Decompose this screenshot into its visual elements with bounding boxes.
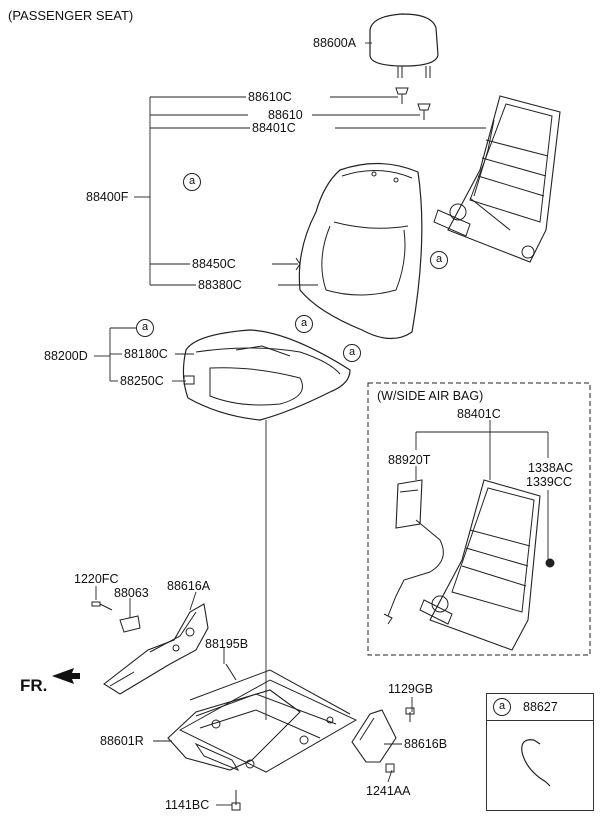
label-1339CC: 1339CC bbox=[526, 475, 572, 489]
label-88920T: 88920T bbox=[388, 453, 431, 467]
label-88195B: 88195B bbox=[205, 637, 249, 651]
side-airbag-title: (W/SIDE AIR BAG) bbox=[377, 389, 484, 403]
callout-a-frame: a bbox=[430, 251, 448, 269]
fr-arrow bbox=[52, 668, 80, 684]
side-airbag-box bbox=[367, 382, 591, 656]
headrest-drawing bbox=[369, 13, 439, 78]
label-88250C: 88250C bbox=[120, 374, 164, 388]
diagram-title: (PASSENGER SEAT) bbox=[8, 8, 134, 23]
airbag-module-drawing bbox=[383, 479, 444, 625]
shield-a-drawing bbox=[91, 601, 209, 695]
back-frame-drawing bbox=[433, 95, 561, 263]
legend-header: a 88627 bbox=[487, 694, 593, 721]
callout-a-cushion-assy: a bbox=[136, 319, 154, 337]
cushion-drawing bbox=[182, 329, 351, 421]
label-88616A: 88616A bbox=[167, 579, 211, 593]
label-1338AC: 1338AC bbox=[528, 461, 574, 475]
callout-a-cushion-side: a bbox=[343, 344, 361, 362]
label-1141BC: 1141BC bbox=[165, 798, 210, 812]
leader-lines bbox=[94, 42, 486, 806]
label-88200D: 88200D bbox=[44, 349, 88, 363]
label-88380C: 88380C bbox=[198, 278, 242, 292]
label-88450C: 88450C bbox=[192, 257, 236, 271]
fr-label: FR. bbox=[20, 676, 48, 695]
label-88401C: 88401C bbox=[252, 121, 296, 135]
side-airbag-leaders bbox=[415, 420, 549, 560]
callout-a-cushion-top: a bbox=[295, 315, 313, 333]
label-1241AA: 1241AA bbox=[366, 784, 411, 798]
shield-b-drawing bbox=[351, 709, 397, 773]
label-1129GB: 1129GB bbox=[388, 682, 433, 696]
label-88610C: 88610C bbox=[248, 90, 292, 104]
back-cover-drawing bbox=[295, 162, 423, 340]
legend-part-number: 88627 bbox=[523, 700, 558, 714]
label-88616B: 88616B bbox=[404, 737, 448, 751]
label-88610: 88610 bbox=[268, 108, 303, 122]
callout-a-back: a bbox=[183, 173, 201, 191]
label-sab-88401C: 88401C bbox=[457, 407, 501, 421]
label-88063: 88063 bbox=[114, 586, 149, 600]
legend-box: a 88627 bbox=[486, 693, 594, 811]
label-88180C: 88180C bbox=[124, 347, 168, 361]
label-88601R: 88601R bbox=[100, 734, 144, 748]
seat-track-drawing bbox=[167, 663, 415, 811]
label-1220FC: 1220FC bbox=[74, 572, 119, 586]
legend-callout-a: a bbox=[493, 698, 511, 716]
side-airbag-frame-drawing bbox=[419, 479, 555, 651]
label-88400F: 88400F bbox=[86, 190, 129, 204]
clip-88627-drawing bbox=[521, 739, 551, 787]
label-88600A: 88600A bbox=[313, 36, 357, 50]
headrest-guides-drawing bbox=[395, 87, 431, 120]
